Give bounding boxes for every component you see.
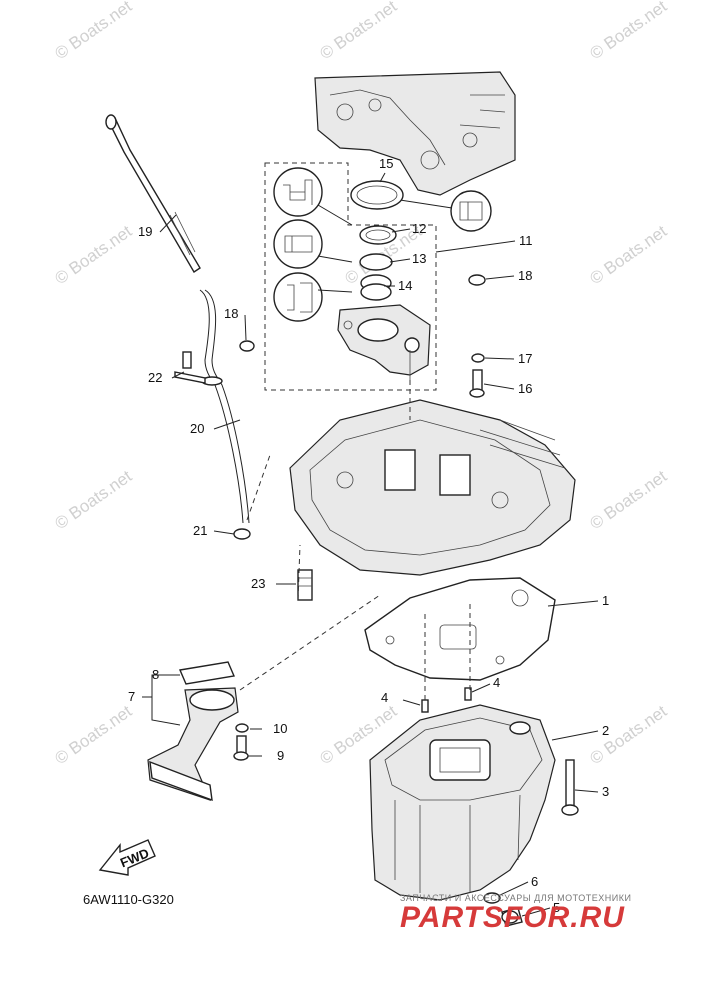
seal-assembly-group-box [264,162,437,391]
oil-strainer-7 [147,687,239,802]
diagram-code: 6AW1110-G320 [83,892,174,907]
part-label-21: 21 [193,523,207,538]
part-label-18-left: 18 [224,306,238,321]
washer-10 [235,723,249,733]
leader-lines [142,172,599,917]
watermark: © Boats.net [586,701,670,768]
part-label-4a: 4 [381,690,388,705]
oil-pan-2 [369,704,556,901]
fitting-23 [297,569,313,601]
part-label-10: 10 [273,721,287,736]
part-label-1: 1 [602,593,609,608]
part-label-18-right: 18 [518,268,532,283]
bolt-9 [233,735,249,761]
part-label-2: 2 [602,723,609,738]
watermark: © Boats.net [51,221,135,288]
o-ring-18-right [468,274,486,286]
gasket-6 [483,892,501,904]
part-number-labels: 1 2 3 4 4 5 6 7 8 9 10 11 12 13 14 15 16… [128,156,609,915]
watermark: © Boats.net [586,0,670,63]
dipstick-guide-20 [199,289,250,524]
watermark: © Boats.net [316,0,400,63]
part-label-15: 15 [379,156,393,171]
exhaust-guide-upper [289,399,576,576]
watermark: © Boats.net [51,701,135,768]
part-label-9: 9 [277,748,284,763]
dipstick-19 [105,114,201,273]
watermark: © Boats.net [51,0,135,63]
part-label-17: 17 [518,351,532,366]
part-label-3: 3 [602,784,609,799]
part-label-14: 14 [398,278,412,293]
part-label-19: 19 [138,224,152,239]
bolt-3 [561,759,579,816]
part-label-16: 16 [518,381,532,396]
bolt-22 [174,351,206,384]
seal-stack [350,180,404,301]
o-ring-21 [233,528,251,540]
part-label-11: 11 [519,233,533,248]
part-label-7: 7 [128,689,135,704]
gasket-8 [179,661,235,685]
bolt-16 [469,369,485,398]
drain-bolt-5 [501,907,523,927]
watermark: © Boats.net [586,221,670,288]
o-ring-18-left [239,340,255,352]
part-label-4b: 4 [493,675,500,690]
seal-detail-callouts [273,167,492,322]
part-label-23: 23 [251,576,265,591]
footer-tagline: ЗАПЧАСТИ И АКСЕССУАРЫ ДЛЯ МОТОТЕХНИКИ [400,893,632,903]
part-label-8: 8 [152,667,159,682]
watermark: © Boats.net [586,466,670,533]
fwd-arrow-icon: FWD [98,839,156,876]
dowel-4a [421,699,429,713]
fwd-label: FWD [118,845,151,870]
site-footer-logo[interactable]: ЗАПЧАСТИ И АКСЕССУАРЫ ДЛЯ МОТОТЕХНИКИ PA… [400,893,700,935]
part-label-20: 20 [190,421,204,436]
alignment-lines [239,380,471,700]
watermark: © Boats.net [51,466,135,533]
part-label-5: 5 [553,900,560,915]
engine-block-outline [314,71,516,196]
part-label-12: 12 [412,221,426,236]
part-label-6: 6 [531,874,538,889]
dowel-4b [464,687,472,701]
gasket-1 [364,577,556,681]
washer-17 [471,353,485,363]
footer-logo-text: PARTSFOR.RU [400,901,625,934]
part-label-22: 22 [148,370,162,385]
part-label-13: 13 [412,251,426,266]
seal-housing [337,304,431,380]
